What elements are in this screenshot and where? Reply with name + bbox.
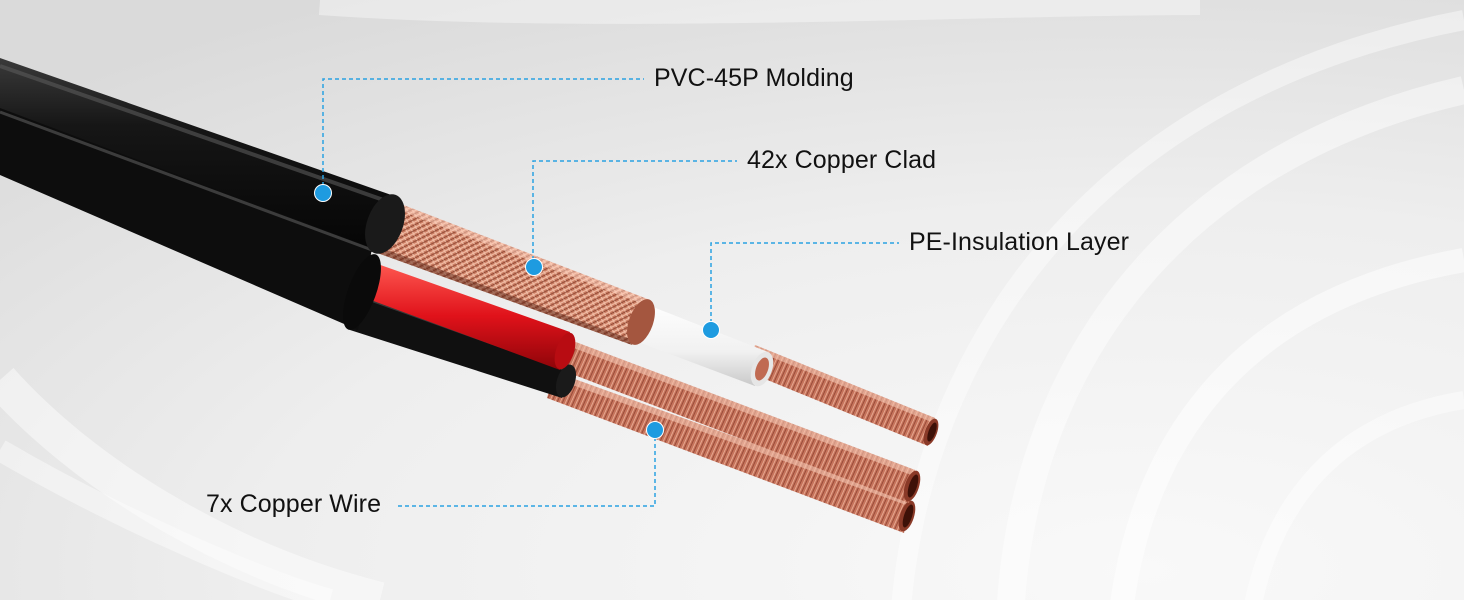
- middle-copper-wire: [556, 338, 921, 503]
- outer-black-jacket: [0, 58, 405, 330]
- callout-dot-insulation: [702, 321, 720, 339]
- copper-braid-shield: [358, 196, 655, 345]
- leader-lines: [322, 78, 899, 507]
- leader-line-clad: [532, 160, 737, 267]
- callout-dot-clad: [525, 258, 543, 276]
- label-pvc-molding: PVC-45P Molding: [654, 64, 854, 92]
- lower-copper-wire: [547, 372, 916, 533]
- leader-line-insulation: [710, 242, 899, 330]
- callout-dot-wire: [646, 421, 664, 439]
- label-copper-wire: 7x Copper Wire: [206, 490, 382, 518]
- coax-center-conductor: [748, 345, 939, 446]
- label-copper-clad: 42x Copper Clad: [747, 146, 937, 174]
- pe-insulation-layer: [622, 300, 774, 387]
- leader-line-molding: [322, 78, 644, 193]
- red-insulated-wire: [360, 262, 576, 370]
- leader-line-wire: [396, 430, 656, 507]
- callout-dot-molding: [314, 184, 332, 202]
- label-pe-insulation: PE-Insulation Layer: [909, 228, 1130, 256]
